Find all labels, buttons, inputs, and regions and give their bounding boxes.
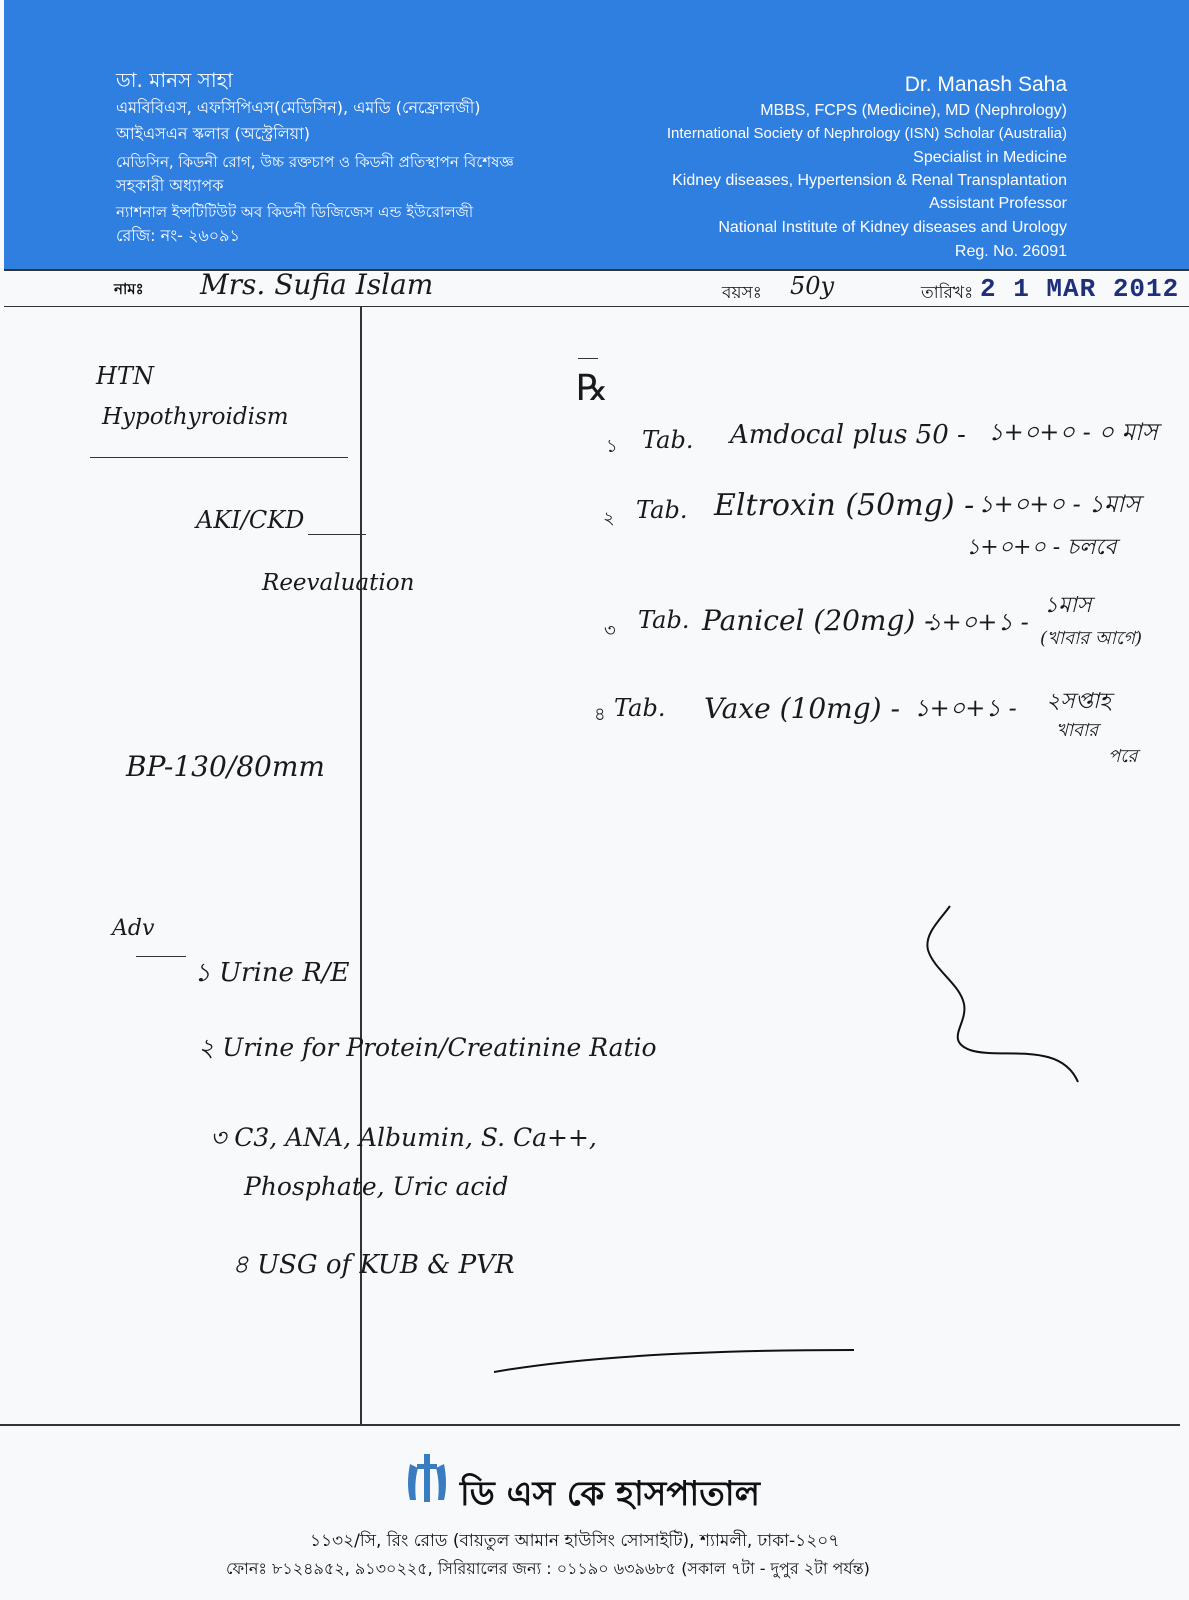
- specialty1-en: Specialist in Medicine: [913, 149, 1067, 166]
- rx-note: ২সপ্তাহ: [1046, 689, 1111, 714]
- test-phosphate: Phosphate, Uric acid: [244, 1172, 509, 1201]
- position-en: Assistant Professor: [929, 195, 1067, 212]
- note-aki-ckd: AKI/CKD: [196, 506, 305, 534]
- rx-num: ৩: [604, 620, 616, 641]
- note-reevaluation: Reevaluation: [262, 570, 415, 596]
- degrees-bn: এমবিবিএস, এফসিপিএস(মেডিসিন), এমডি (নেফ্র…: [116, 98, 481, 117]
- rx-symbol: ℞: [576, 368, 609, 409]
- test-num: ৪: [232, 1250, 258, 1280]
- scholar-bn: আইএসএন স্কলার (অস্ট্রেলিয়া): [116, 124, 310, 143]
- test-num: ৩: [210, 1123, 235, 1152]
- note-htn: HTN: [96, 362, 154, 390]
- age-label: বয়সঃ: [722, 283, 762, 303]
- scholar-en: International Society of Nephrology (ISN…: [666, 125, 1067, 142]
- rx-dose: ১+০+১ -: [914, 694, 1017, 722]
- rx-num: ১: [606, 436, 618, 457]
- test-c3-ana: ৩ C3, ANA, Albumin, S. Ca++,: [210, 1123, 597, 1152]
- degrees-en: MBBS, FCPS (Medicine), MD (Nephrology): [760, 102, 1067, 119]
- rx-num: ২: [603, 508, 615, 529]
- date-label: তারিখঃ: [921, 283, 974, 303]
- note-bp: BP-130/80mm: [126, 750, 325, 783]
- rx-drug: Vaxe (10mg) -: [704, 692, 900, 725]
- hospital-logo: [408, 1454, 446, 1502]
- footer-rule: [0, 1424, 1180, 1426]
- aki-underline: [308, 534, 366, 535]
- test-num: ২: [198, 1033, 223, 1062]
- adv-underline: [136, 956, 186, 957]
- rx-overline: [578, 358, 598, 359]
- position-bn: সহকারী অধ্যাপক: [116, 176, 224, 195]
- patient-name: Mrs. Sufia Islam: [200, 268, 434, 301]
- hospital-name: ডি এস কে হাসপাতাল: [460, 1474, 760, 1514]
- note-hypothyroid: Hypothyroidism: [102, 404, 289, 430]
- rx-form: Tab.: [642, 426, 694, 454]
- test-urine-re: ১ Urine R/E: [194, 958, 350, 988]
- rx-note-2: (খাবার আগে): [1040, 628, 1142, 649]
- rx-drug: Panicel (20mg) -: [702, 604, 934, 637]
- patient-rule: [4, 306, 1189, 307]
- doctor-signature: [926, 905, 1079, 1083]
- specialty2-en: Kidney diseases, Hypertension & Renal Tr…: [672, 172, 1067, 189]
- patient-age: 50y: [790, 272, 835, 300]
- rx-form: Tab.: [614, 694, 666, 722]
- rx-drug: Amdocal plus 50 -: [730, 420, 966, 450]
- hospital-address: ১১৩২/সি, রিং রোড (বায়তুল আমান হাউসিং সো…: [310, 1531, 840, 1551]
- rx-form: Tab.: [638, 606, 690, 634]
- institute-bn: ন্যাশনাল ইন্সটিটিউট অব কিডনী ডিজিজেস এন্…: [116, 203, 474, 221]
- rx-note-2: খাবার: [1056, 720, 1099, 741]
- specialty-bn: মেডিসিন, কিডনী রোগ, উচ্চ রক্তচাপ ও কিডনী…: [116, 153, 514, 171]
- doctor-name-en: Dr. Manash Saha: [904, 73, 1067, 96]
- vertical-divider: [360, 306, 362, 1424]
- rx-dose-2: ১+০+০ - চলবে: [966, 535, 1117, 560]
- doctor-name-bn: ডা. মানস সাহা: [116, 68, 233, 92]
- rx-dose: ১+০+০ - ১মাস: [978, 490, 1141, 518]
- note-adv: Adv: [112, 916, 155, 941]
- rx-dose: ১+০+১ -: [926, 608, 1029, 636]
- test-usg: ৪ USG of KUB & PVR: [232, 1250, 515, 1280]
- test-urine-pcr: ২ Urine for Protein/Creatinine Ratio: [198, 1033, 657, 1062]
- rx-note-3: পরে: [1108, 746, 1138, 767]
- note-underline: [90, 457, 348, 458]
- rx-form: Tab.: [636, 496, 688, 524]
- reg-bn: রেজি: নং- ২৬০৯১: [116, 226, 240, 245]
- reg-en: Reg. No. 26091: [954, 243, 1067, 260]
- test-num: ১: [194, 958, 220, 988]
- header-rule: [4, 269, 1189, 271]
- closing-stroke: [494, 1349, 855, 1373]
- rx-note: ১মাস: [1044, 593, 1092, 618]
- letterhead-banner: [4, 0, 1189, 270]
- rx-num: ৪: [594, 704, 606, 725]
- name-label: নামঃ: [114, 280, 144, 298]
- institute-en: National Institute of Kidney diseases an…: [718, 219, 1067, 236]
- date-stamp: 2 1 MAR 2012: [980, 274, 1180, 304]
- hospital-phone: ফোনঃ ৮১২৪৯৫২, ৯১৩০২২৫, সিরিয়ালের জন্য :…: [226, 1559, 870, 1578]
- rx-drug: Eltroxin (50mg) -: [714, 488, 975, 523]
- rx-dose: ১+০+০ - ০ মাস: [988, 418, 1158, 446]
